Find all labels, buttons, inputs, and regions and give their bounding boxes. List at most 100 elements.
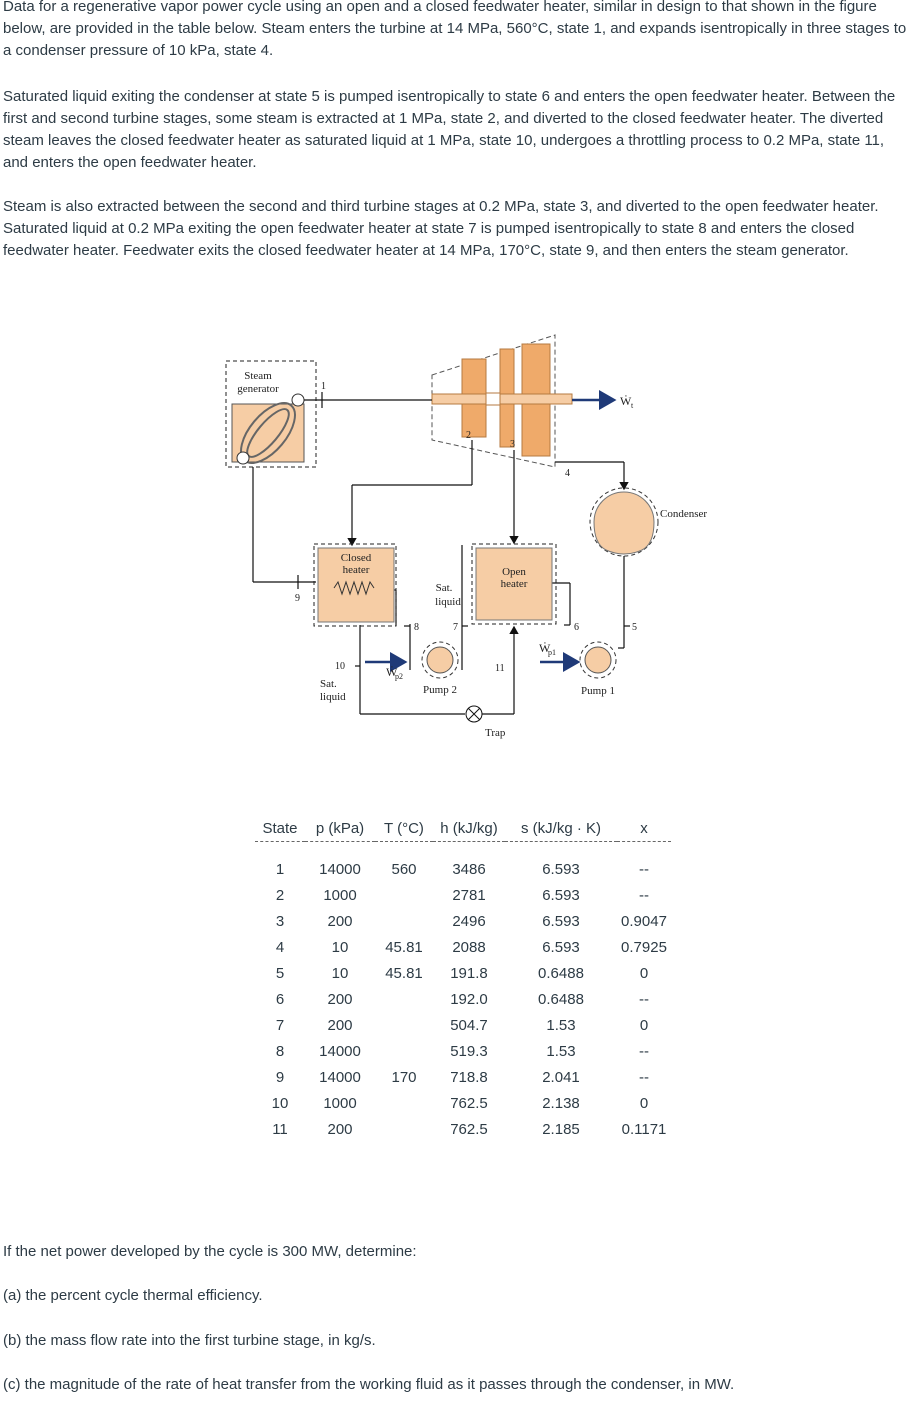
cell-quality: 0 <box>639 964 649 982</box>
state-1-label: 1 <box>321 381 326 392</box>
header-quality: x <box>640 819 648 837</box>
cell-state: 4 <box>275 938 285 956</box>
wp2-label: Ẇ <box>386 664 398 679</box>
cell-pressure: 14000 <box>319 1042 361 1060</box>
cell-pressure: 10 <box>331 938 349 956</box>
cell-enthalpy: 2088 <box>452 938 486 956</box>
cell-entropy: 6.593 <box>542 886 580 904</box>
state-2-label: 2 <box>466 430 471 441</box>
cell-quality: 0 <box>639 1016 649 1034</box>
cell-enthalpy: 504.7 <box>450 1016 488 1034</box>
state-8-label: 8 <box>414 622 419 633</box>
sat-liquid-label-1a: Sat. <box>436 582 453 594</box>
header-enthalpy: h (kJ/kg) <box>440 819 498 837</box>
cell-pressure: 200 <box>327 990 353 1008</box>
cell-enthalpy: 519.3 <box>450 1042 488 1060</box>
cell-state: 2 <box>275 886 285 904</box>
power-cycle-diagram: Steam generator Ẇ t <box>225 334 707 739</box>
question-a: (a) the percent cycle thermal efficiency… <box>3 1287 263 1304</box>
header-pressure: p (kPa) <box>315 819 365 837</box>
cell-quality: 0.1171 <box>621 1120 667 1138</box>
cell-enthalpy: 2781 <box>452 886 486 904</box>
header-temperature: T (°C) <box>384 819 424 837</box>
cell-state: 9 <box>275 1068 285 1086</box>
cell-temperature: 45.81 <box>385 964 423 982</box>
cell-pressure: 14000 <box>319 860 361 878</box>
table-header-row: State p (kPa) T (°C) h (kJ/kg) s (kJ/kg … <box>255 815 671 842</box>
cell-pressure: 200 <box>327 1120 353 1138</box>
steam-generator: Steam generator <box>225 360 317 468</box>
cell-entropy: 2.185 <box>542 1120 580 1138</box>
cell-quality: 0.9047 <box>621 912 667 930</box>
cell-enthalpy: 3486 <box>452 860 486 878</box>
header-state: State <box>262 819 298 837</box>
wt-label: Ẇ <box>620 393 632 408</box>
turbine <box>431 334 573 468</box>
open-heater: Open heater <box>471 543 557 625</box>
cell-pressure: 10 <box>331 964 349 982</box>
cell-temperature <box>375 882 433 908</box>
open-heater-label-1: Open <box>502 566 526 578</box>
state-properties-table: State p (kPa) T (°C) h (kJ/kg) s (kJ/kg … <box>255 815 671 1142</box>
cell-quality: -- <box>639 886 649 904</box>
cell-state: 8 <box>275 1042 285 1060</box>
cell-enthalpy: 718.8 <box>450 1068 488 1086</box>
table-row: 7 200 504.7 1.53 0 <box>255 1012 671 1038</box>
cell-entropy: 2.041 <box>542 1068 580 1086</box>
cell-quality: -- <box>639 1042 649 1060</box>
cell-pressure: 1000 <box>323 886 357 904</box>
cell-enthalpy: 192.0 <box>450 990 488 1008</box>
steam-generator-label-1: Steam <box>244 370 272 382</box>
cell-temperature <box>375 908 433 934</box>
cell-state: 7 <box>275 1016 285 1034</box>
state-3-label: 3 <box>510 439 515 450</box>
cell-state: 5 <box>275 964 285 982</box>
state-4-label: 4 <box>565 468 570 479</box>
table-row: 2 1000 2781 6.593 -- <box>255 882 671 908</box>
condenser: Condenser <box>589 487 707 557</box>
wp2-subscript: p2 <box>395 672 403 681</box>
cell-entropy: 1.53 <box>546 1016 576 1034</box>
problem-paragraph-1: Data for a regenerative vapor power cycl… <box>3 0 907 59</box>
cell-state: 1 <box>275 860 285 878</box>
state-10-label: 10 <box>335 661 345 672</box>
cell-temperature <box>375 1090 433 1116</box>
table-separator <box>255 841 671 856</box>
state-9-label: 9 <box>295 593 300 604</box>
cell-pressure: 200 <box>327 1016 353 1034</box>
cell-quality: -- <box>639 990 649 1008</box>
header-entropy: s (kJ/kg · K) <box>520 819 601 837</box>
cell-entropy: 0.6488 <box>538 964 584 982</box>
cell-entropy: 2.138 <box>542 1094 580 1112</box>
question-intro: If the net power developed by the cycle … <box>3 1243 417 1260</box>
question-b: (b) the mass flow rate into the first tu… <box>3 1332 376 1349</box>
cell-enthalpy: 762.5 <box>450 1094 488 1112</box>
trap: Trap <box>465 705 506 739</box>
cell-entropy: 0.6488 <box>538 990 584 1008</box>
cell-temperature: 560 <box>391 860 417 878</box>
state-6-label: 6 <box>574 622 579 633</box>
pump-2-label: Pump 2 <box>423 684 457 696</box>
sat-liquid-label-2b: liquid <box>320 691 346 703</box>
pump-1-label: Pump 1 <box>581 685 615 697</box>
cell-quality: -- <box>639 1068 649 1086</box>
state-5-label: 5 <box>632 622 637 633</box>
problem-paragraph-2: Saturated liquid exiting the condenser a… <box>3 88 896 171</box>
pump-1: Pump 1 <box>579 641 617 697</box>
cell-entropy: 6.593 <box>542 938 580 956</box>
condenser-label: Condenser <box>660 508 707 520</box>
cell-enthalpy: 762.5 <box>450 1120 488 1138</box>
cell-entropy: 6.593 <box>542 912 580 930</box>
cell-temperature <box>375 1012 433 1038</box>
cell-temperature <box>375 1038 433 1064</box>
wt-subscript: t <box>631 401 634 410</box>
cell-quality: -- <box>639 860 649 878</box>
question-c: (c) the magnitude of the rate of heat tr… <box>3 1376 735 1393</box>
